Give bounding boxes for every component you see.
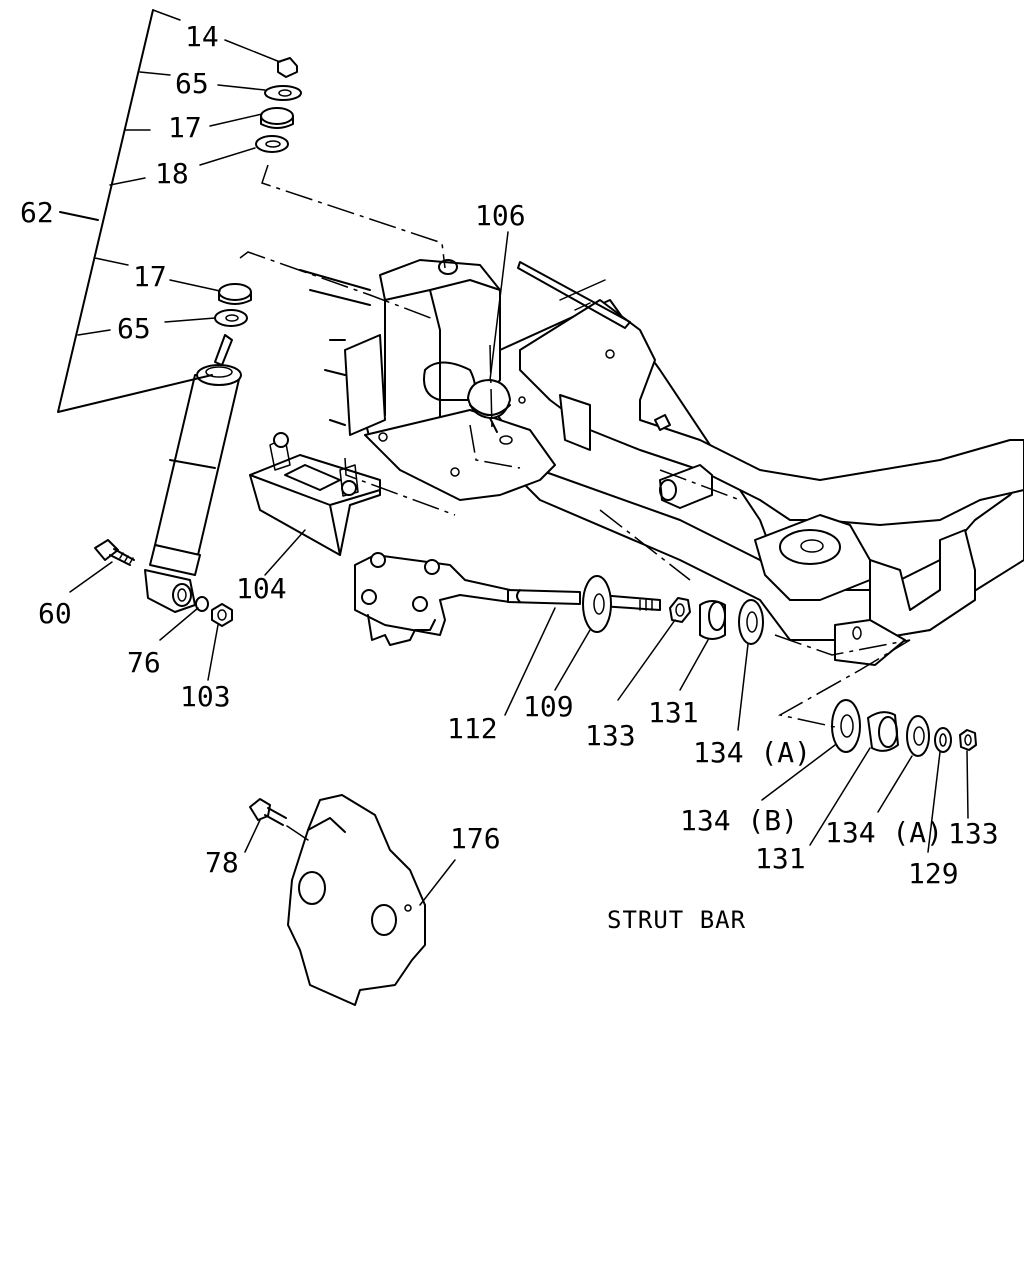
callout-103: 103 <box>180 680 231 713</box>
callout-131-b: 131 <box>755 842 806 875</box>
callout-131-a: 131 <box>648 696 699 729</box>
callout-176: 176 <box>450 822 501 855</box>
callout-104: 104 <box>236 572 287 605</box>
part-176-shield <box>249 794 426 1006</box>
callout-60: 60 <box>38 597 72 630</box>
callout-14: 14 <box>185 20 219 53</box>
callout-134b: 134 (B) <box>680 804 798 837</box>
callout-17-lower: 17 <box>133 260 167 293</box>
callout-65-upper: 65 <box>175 67 209 100</box>
callout-112: 112 <box>447 712 498 745</box>
callout-78: 78 <box>205 846 239 879</box>
callout-17-upper: 17 <box>168 111 202 144</box>
callout-129: 129 <box>908 857 959 890</box>
callout-109: 109 <box>523 690 574 723</box>
callout-18: 18 <box>155 157 189 190</box>
callout-133-a: 133 <box>585 719 636 752</box>
shock-absorber <box>144 334 242 613</box>
shock-lower-hardware <box>94 539 233 627</box>
callout-106: 106 <box>475 199 526 232</box>
leader-lines <box>57 9 969 906</box>
callout-133-b: 133 <box>948 817 999 850</box>
callout-62: 62 <box>20 196 54 229</box>
callout-134a-2: 134 (A) <box>825 816 943 849</box>
callout-labels: 14 65 17 18 62 17 65 106 104 60 76 103 1… <box>20 20 999 934</box>
part-104-bracket <box>249 432 381 556</box>
callout-65-lower: 65 <box>117 312 151 345</box>
part-106-bump-stop <box>467 379 513 445</box>
callout-76: 76 <box>127 646 161 679</box>
top-mount-hardware <box>214 57 302 327</box>
callout-134a-1: 134 (A) <box>693 736 811 769</box>
connection-lines <box>239 164 911 728</box>
strut-bar-assembly <box>354 552 977 757</box>
strut-bar-caption: STRUT BAR <box>607 906 746 934</box>
